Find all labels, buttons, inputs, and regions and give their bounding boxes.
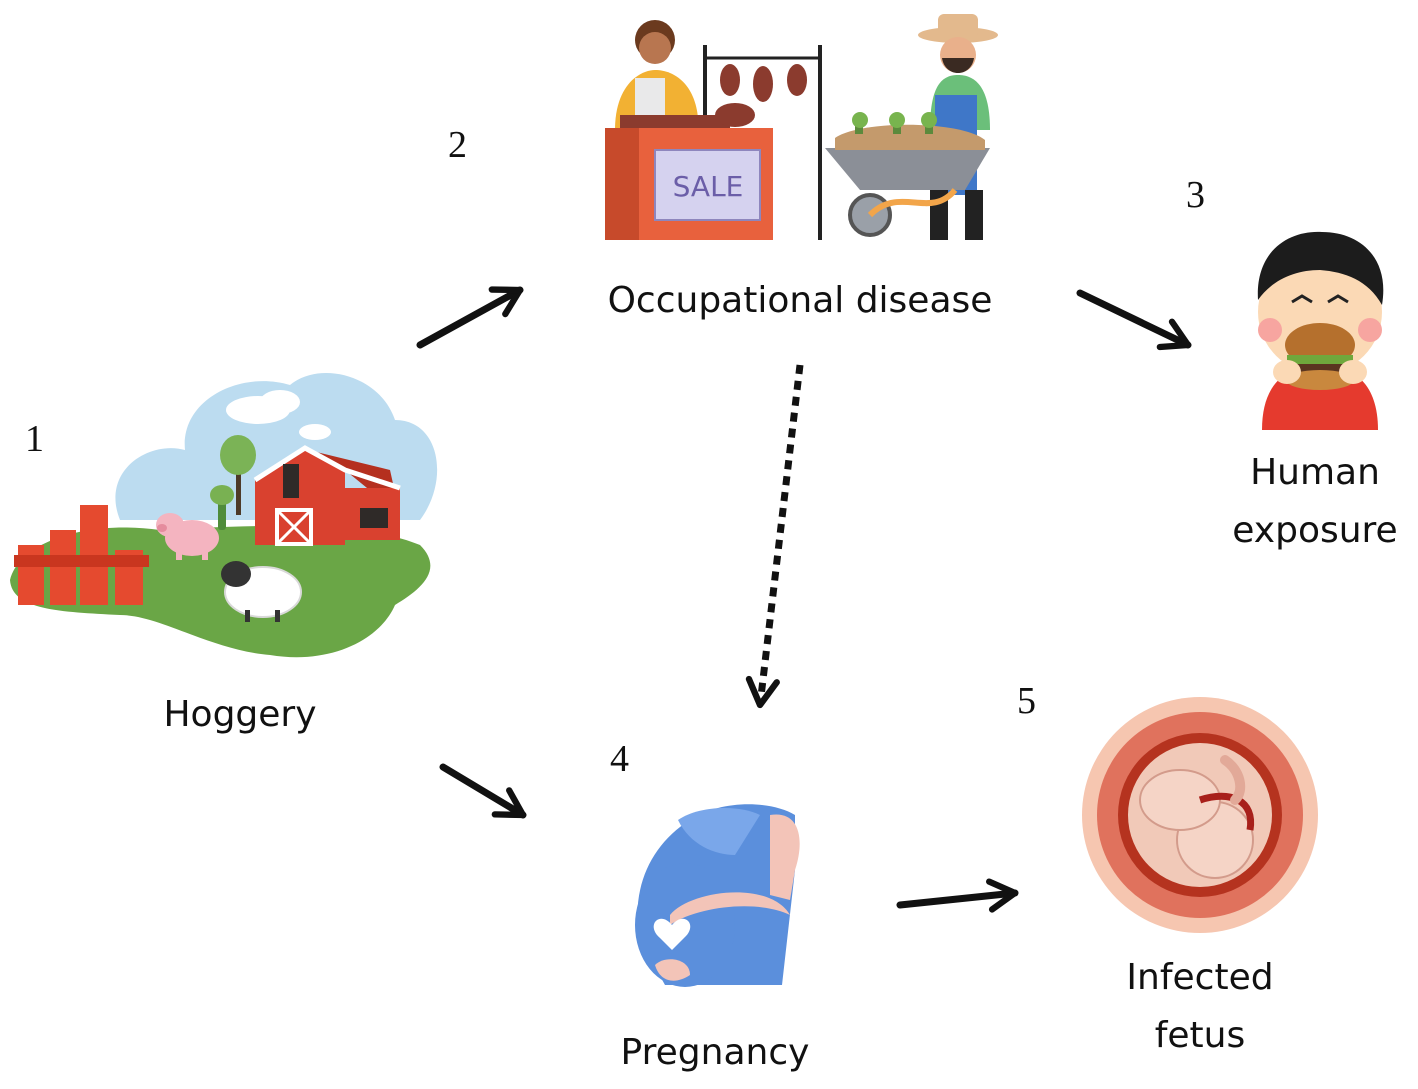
- label-occupational-disease: Occupational disease: [607, 280, 993, 321]
- tree-icon: [220, 435, 256, 515]
- butcher-stall-illustration: SALE: [605, 20, 822, 240]
- sale-sign-text: SALE: [673, 170, 744, 203]
- node-number-3: 3: [1186, 174, 1205, 216]
- label-hoggery: Hoggery: [163, 694, 317, 735]
- butcher-icon: [615, 20, 698, 130]
- cactus-icon: [210, 485, 234, 530]
- label-human-exposure-line2: exposure: [1232, 510, 1398, 551]
- label-human-exposure-line1: Human: [1250, 452, 1380, 493]
- label-infected-fetus: Infected fetus: [1095, 949, 1305, 1065]
- arrow-occupational-to-pregnancy-dotted: [745, 364, 804, 709]
- arrow-hoggery-to-pregnancy: [439, 763, 527, 819]
- pig-icon: [156, 513, 219, 560]
- label-pregnancy: Pregnancy: [620, 1032, 810, 1073]
- label-infected-fetus-line1: Infected: [1126, 957, 1274, 998]
- node-number-1: 1: [25, 418, 44, 460]
- label-infected-fetus-line2: fetus: [1154, 1015, 1246, 1056]
- fetus-in-womb-illustration: [1082, 697, 1318, 933]
- sheep-icon: [221, 561, 302, 622]
- label-human-exposure: Human exposure: [1215, 444, 1415, 560]
- node-number-5: 5: [1017, 680, 1036, 722]
- hanging-meat-icon: [720, 64, 807, 102]
- boy-eating-burger-illustration: [1257, 231, 1384, 430]
- node-number-4: 4: [610, 738, 629, 780]
- hoggery-illustration: [10, 372, 438, 658]
- arrow-occupational-to-human: [1076, 289, 1192, 351]
- pregnant-woman-illustration: [635, 804, 800, 987]
- node-number-2: 2: [448, 124, 467, 166]
- heart-icon: [653, 918, 691, 950]
- burger-icon: [1285, 323, 1355, 390]
- fence-icon: [14, 505, 149, 605]
- arrow-hoggery-to-occupational: [416, 286, 524, 349]
- sky-blob: [115, 372, 438, 520]
- barn-icon: [253, 445, 401, 546]
- farmer-illustration: [825, 14, 998, 240]
- wheelbarrow-icon: [825, 112, 990, 237]
- arrow-pregnancy-to-fetus: [896, 878, 1019, 913]
